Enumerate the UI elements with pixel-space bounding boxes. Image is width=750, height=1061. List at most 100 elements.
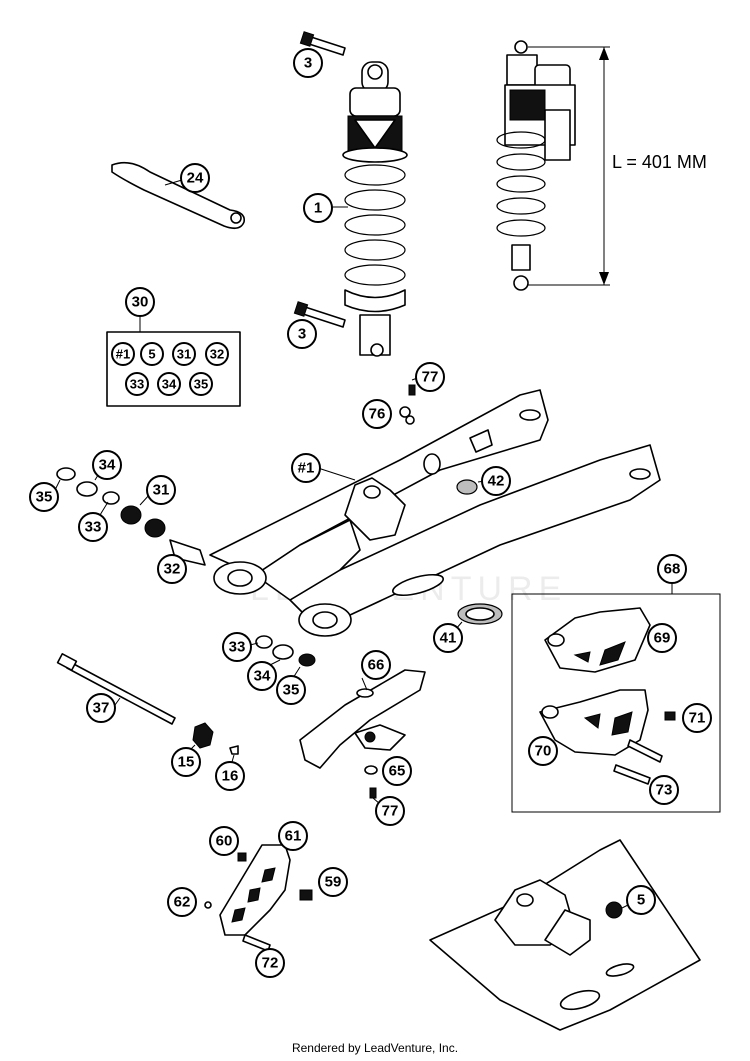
kit-30-item-33: 33 [125,372,149,396]
footer-credit: Rendered by LeadVenture, Inc. [291,1041,459,1055]
callout-1: 1 [303,193,333,223]
svg-text:60: 60 [216,833,233,850]
callout-42: 42 [481,466,511,496]
svg-text:35: 35 [36,489,53,506]
callout-61: 61 [278,821,308,851]
bolt-59 [299,889,313,901]
callout-62: 62 [167,887,197,917]
callout-76: 76 [362,399,392,429]
svg-text:66: 66 [368,657,385,674]
svg-text:41: 41 [440,630,457,647]
svg-text:61: 61 [285,828,302,845]
svg-text:65: 65 [389,763,406,780]
hook-wrench [111,161,246,230]
kit-30-item-35: 35 [189,372,213,396]
svg-text:34: 34 [162,377,177,392]
svg-text:#1: #1 [116,347,130,362]
callout-3-lower: 3 [287,319,317,349]
svg-text:15: 15 [178,754,195,771]
svg-text:34: 34 [99,457,116,474]
svg-text:72: 72 [262,955,279,972]
svg-text:#1: #1 [298,460,315,477]
svg-text:5: 5 [148,347,155,362]
swingarm-detail-view [429,839,701,1031]
swingarm [209,389,661,637]
callout-60: 60 [209,826,239,856]
svg-text:37: 37 [93,700,110,717]
svg-text:69: 69 [654,630,671,647]
callout-16: 16 [215,761,245,791]
dimension-label: L = 401 MM [612,152,707,172]
callout-32: 32 [157,554,187,584]
seal-41 [454,603,503,631]
kit-30-item-34: 34 [157,372,181,396]
svg-text:33: 33 [85,519,102,536]
screw-16 [229,745,239,763]
kit-30-item-1: #1 [111,342,135,366]
callout-1-hash: #1 [291,453,321,483]
svg-text:33: 33 [229,639,246,656]
svg-text:59: 59 [325,874,342,891]
chain-guide-69 [544,607,651,673]
kit-box-30: #1 5 31 32 33 34 35 [106,314,241,407]
callout-34-lower: 34 [247,661,277,691]
svg-text:32: 32 [164,561,181,578]
nut-15 [187,722,214,753]
pivot-axle-37 [56,653,176,725]
callout-5: 5 [626,885,656,915]
kit-30-item-31: 31 [172,342,196,366]
kit-box-68 [511,582,721,813]
callout-66: 66 [361,650,391,680]
pivot-bearing-stack-left [54,467,206,568]
shock-side-view: L = 401 MM [496,40,707,291]
svg-text:73: 73 [656,782,673,799]
svg-text:77: 77 [422,369,439,386]
callout-30: 30 [125,287,155,317]
callout-73: 73 [649,775,679,805]
chain-slider-66 [299,669,426,769]
svg-text:70: 70 [535,743,552,760]
callout-35-lower: 35 [276,675,306,705]
svg-text:34: 34 [254,668,271,685]
svg-text:31: 31 [153,482,170,499]
callout-69: 69 [647,623,677,653]
callout-72: 72 [255,948,285,978]
linkage-guard-61 [204,844,291,936]
callout-34-upper: 34 [92,450,122,480]
callout-41: 41 [433,623,463,653]
chain-guide-bracket-70 [539,689,649,756]
svg-text:62: 62 [174,894,191,911]
svg-text:1: 1 [314,200,322,217]
callout-77-upper: 77 [415,362,445,392]
callout-77-lower: 77 [375,796,405,826]
clip-76 [399,406,415,425]
svg-text:30: 30 [132,294,149,311]
svg-text:35: 35 [283,682,300,699]
callout-33-lower: 33 [222,632,252,662]
callout-37: 37 [86,693,116,723]
pivot-bearing-stack-lower [249,635,316,679]
callout-33-upper: 33 [78,512,108,542]
svg-text:71: 71 [689,710,706,727]
callout-15: 15 [171,747,201,777]
svg-text:32: 32 [210,347,224,362]
callout-59: 59 [318,867,348,897]
svg-text:16: 16 [222,768,239,785]
svg-text:33: 33 [130,377,144,392]
bolt-3-lower [293,301,346,328]
svg-text:3: 3 [304,55,312,72]
bolt-71 [664,711,676,721]
svg-text:3: 3 [298,326,306,343]
svg-text:68: 68 [664,561,681,578]
shock-absorber [330,61,408,357]
kit-30-item-32: 32 [205,342,229,366]
callout-24: 24 [180,163,210,193]
svg-text:31: 31 [177,347,191,362]
callout-68: 68 [657,554,687,584]
callout-71: 71 [682,703,712,733]
callout-70: 70 [528,736,558,766]
washer-65 [364,765,378,775]
svg-text:42: 42 [488,473,505,490]
kit-30-item-5: 5 [140,342,164,366]
